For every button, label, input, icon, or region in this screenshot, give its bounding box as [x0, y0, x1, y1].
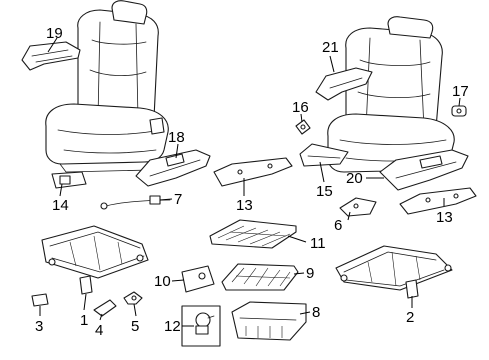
callout-5: 5	[131, 318, 139, 335]
callout-12: 12	[164, 318, 181, 335]
right-seat-assembly	[327, 16, 455, 173]
part-13-rail-cover-right	[399, 187, 477, 215]
callout-9: 9	[306, 265, 314, 282]
callout-19: 19	[46, 25, 63, 42]
callout-1: 1	[80, 312, 88, 329]
callout-11: 11	[310, 235, 326, 252]
callout-8: 8	[312, 304, 320, 321]
part-18-side-shield	[135, 149, 211, 187]
part-5-bolt	[123, 291, 143, 305]
callout-4: 4	[95, 322, 103, 339]
callout-3: 3	[35, 318, 43, 335]
callout-20: 20	[346, 170, 363, 187]
part-9-spring-frame	[221, 263, 299, 291]
callout-10: 10	[154, 273, 171, 290]
part-21-back-side-trim	[315, 67, 373, 101]
callout-16: 16	[292, 99, 309, 116]
part-3-clip	[31, 293, 49, 307]
callout-labels: 19 14 18 7 13 11 9 10 8 12 1 3 4 5 21 16…	[35, 25, 469, 339]
callout-2: 2	[406, 309, 414, 326]
callout-15: 15	[316, 183, 333, 200]
part-8-storage-tray	[231, 301, 307, 341]
part-14-bracket	[51, 171, 87, 189]
part-15-trim-strip	[299, 143, 349, 167]
callout-6: 6	[334, 217, 342, 234]
callout-7: 7	[174, 191, 182, 208]
part-2-seat-track-right	[335, 245, 453, 299]
leader-lines	[39, 37, 461, 327]
part-6-bracket	[339, 197, 377, 217]
callout-18: 18	[168, 129, 185, 146]
part-17-knob	[451, 105, 467, 117]
callout-13-left: 13	[236, 197, 253, 214]
part-10-pad	[181, 265, 215, 293]
callout-14: 14	[52, 197, 69, 214]
part-20-side-shield	[379, 149, 469, 191]
part-16-clip	[295, 119, 311, 135]
callout-21: 21	[322, 39, 339, 56]
part-19-back-side-trim	[21, 41, 81, 71]
part-1-seat-track-left	[41, 225, 149, 295]
callout-17: 17	[452, 83, 469, 100]
part-4-cover	[93, 299, 117, 317]
part-7-cable	[100, 195, 171, 210]
part-13-rail-cover-left	[213, 157, 293, 187]
callout-13-right: 13	[436, 209, 453, 226]
part-11-seat-pan	[209, 219, 297, 249]
left-seat-assembly	[45, 0, 169, 173]
